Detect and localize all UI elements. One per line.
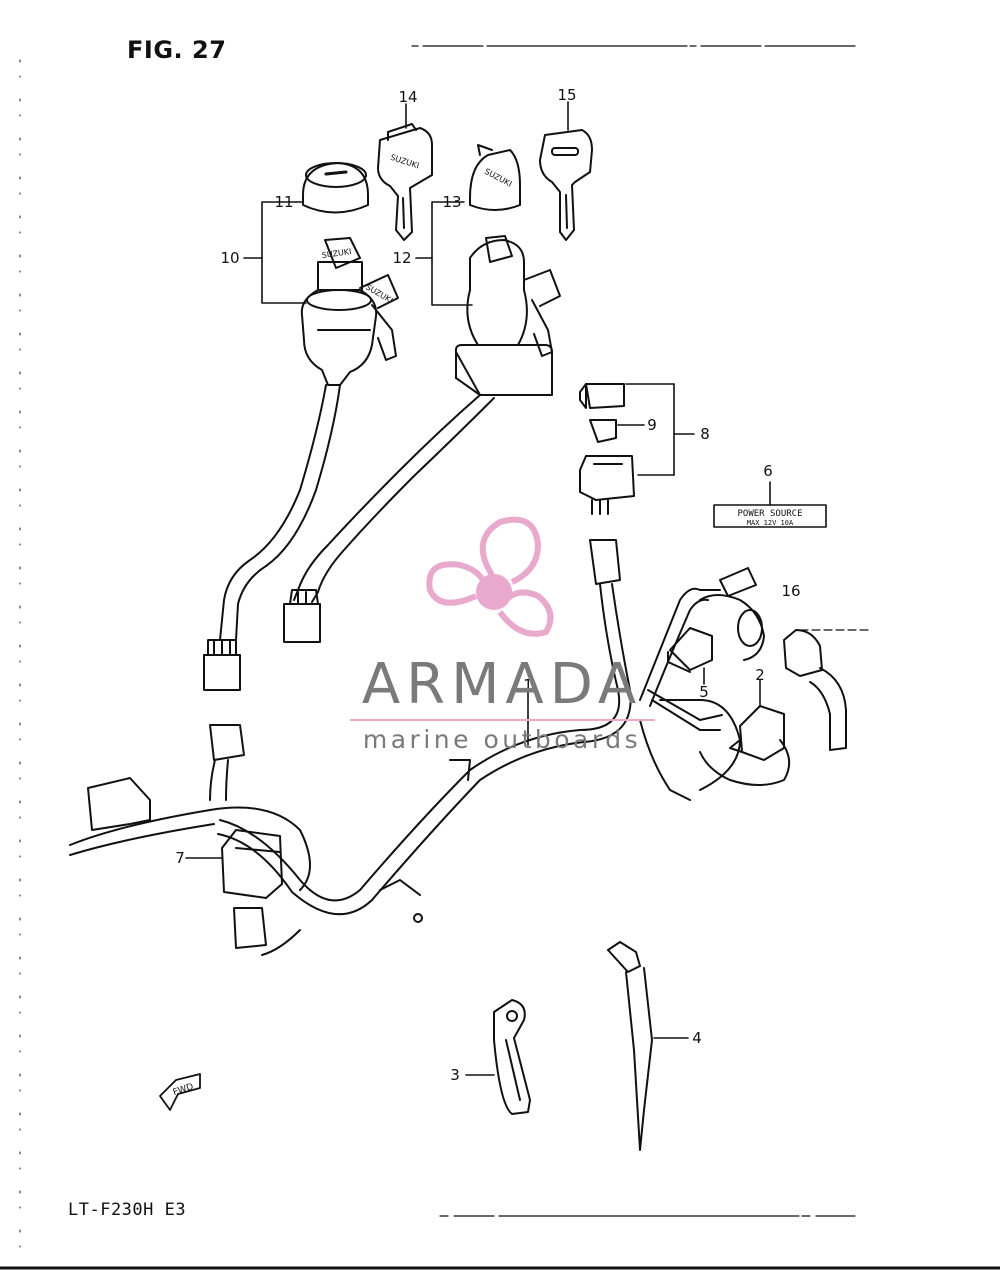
key-15 [539,129,593,241]
figure-title: FIG. 27 [127,36,227,64]
callout-10: 10 [220,249,239,267]
callout-2: 2 [755,666,765,684]
cable-switch-10 [203,384,341,691]
switch-10-spare-key-text: SUZUKI [364,283,394,306]
clamp-5 [667,627,713,685]
switch-cap-11 [302,162,369,214]
callout-6: 6 [763,462,773,480]
model-code: LT-F230H E3 [68,1200,187,1220]
fuse-holder-8 [579,383,695,515]
callout-15: 15 [557,86,576,104]
switch-cap-13 [469,144,521,211]
decal-line-2: MAX 12V 10A [747,519,794,527]
watermark-rule [350,719,655,721]
switch-16 [699,567,847,751]
sensor-2 [699,679,791,786]
leader-lines [243,101,569,746]
callout-16: 16 [781,582,800,600]
ignition-switch-12 [454,235,561,396]
callout-12: 12 [392,249,411,267]
border-lines [0,45,1000,1270]
decal-6 [713,481,827,528]
decal-line-1: POWER SOURCE [737,509,802,519]
key-14-text: SUZUKI [389,153,420,171]
switch-10-key-text: SUZUKI [321,247,352,260]
relay-7 [185,829,283,949]
callout-7: 7 [175,849,185,867]
callout-3: 3 [450,1066,460,1084]
bracket-3 [465,999,531,1115]
watermark-propeller-icon [426,516,554,637]
callout-1: 1 [523,676,533,694]
callout-labels: 1 2 3 4 5 6 7 8 9 10 11 12 13 14 15 16 [175,86,800,1084]
cable-switch-12 [283,394,495,643]
key-lettering: SUZUKI SUZUKI SUZUKI SUZUKI [321,153,513,305]
decal-text: POWER SOURCE MAX 12V 10A [737,509,802,527]
fwd-arrow [159,1073,201,1111]
watermark-tagline: marine outboards [362,725,642,754]
watermark-name: ARMADA [361,652,643,717]
cap-13-text: SUZUKI [483,167,513,189]
callout-5: 5 [699,683,709,701]
callout-9: 9 [647,416,657,434]
key-14 [377,123,433,241]
callout-4: 4 [692,1029,702,1047]
callout-8: 8 [700,425,710,443]
callout-11: 11 [274,193,293,211]
cable-tie-4 [607,941,689,1151]
ignition-switch-10 [300,237,399,386]
fwd-label: FWD [172,1082,195,1098]
callout-14: 14 [398,88,417,106]
callout-13: 13 [442,193,461,211]
